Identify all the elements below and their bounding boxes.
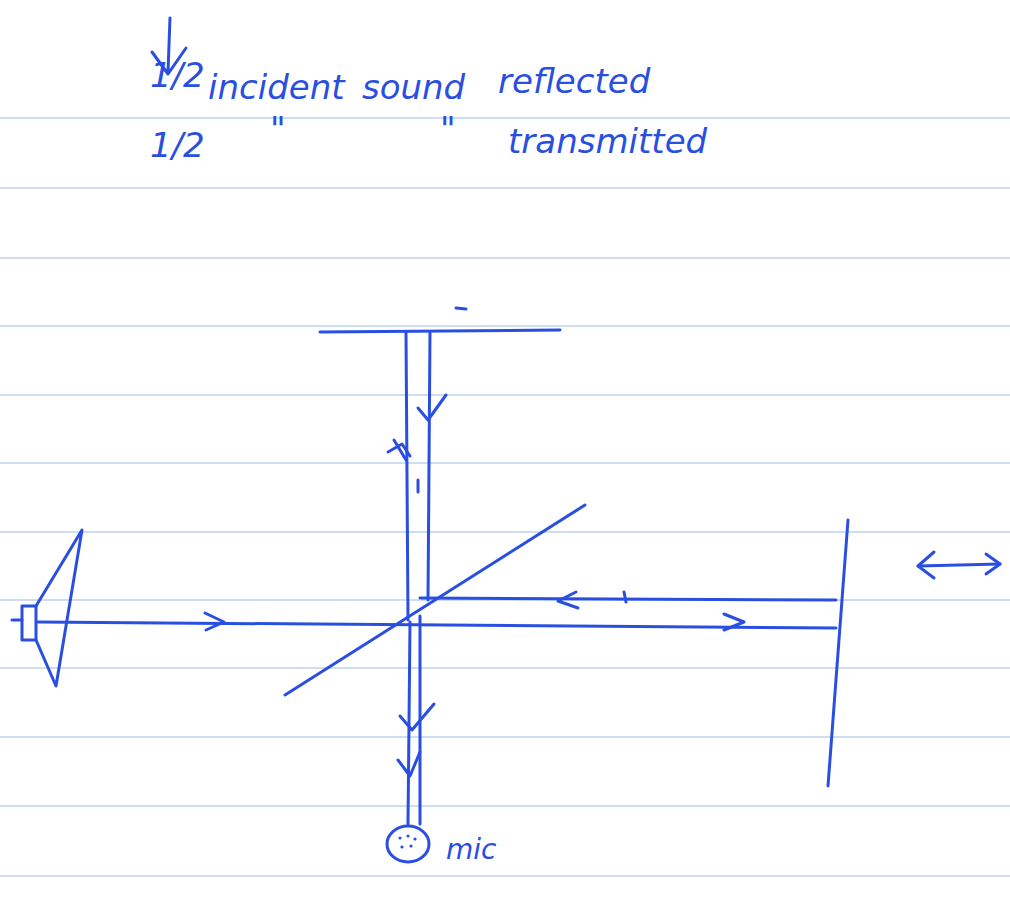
microphone-node: mic [384,822,434,868]
node-label: mic [446,836,496,864]
note-text: 1/2 [150,58,205,92]
note-text: " [440,112,456,146]
microphone-symbol [384,822,434,868]
note-text: incident [208,70,345,104]
note-text: " [270,112,286,146]
note-text: reflected [498,64,650,98]
note-text: 1/2 [150,128,205,162]
note-text: transmitted [508,124,707,158]
note-text: sound [362,70,465,104]
